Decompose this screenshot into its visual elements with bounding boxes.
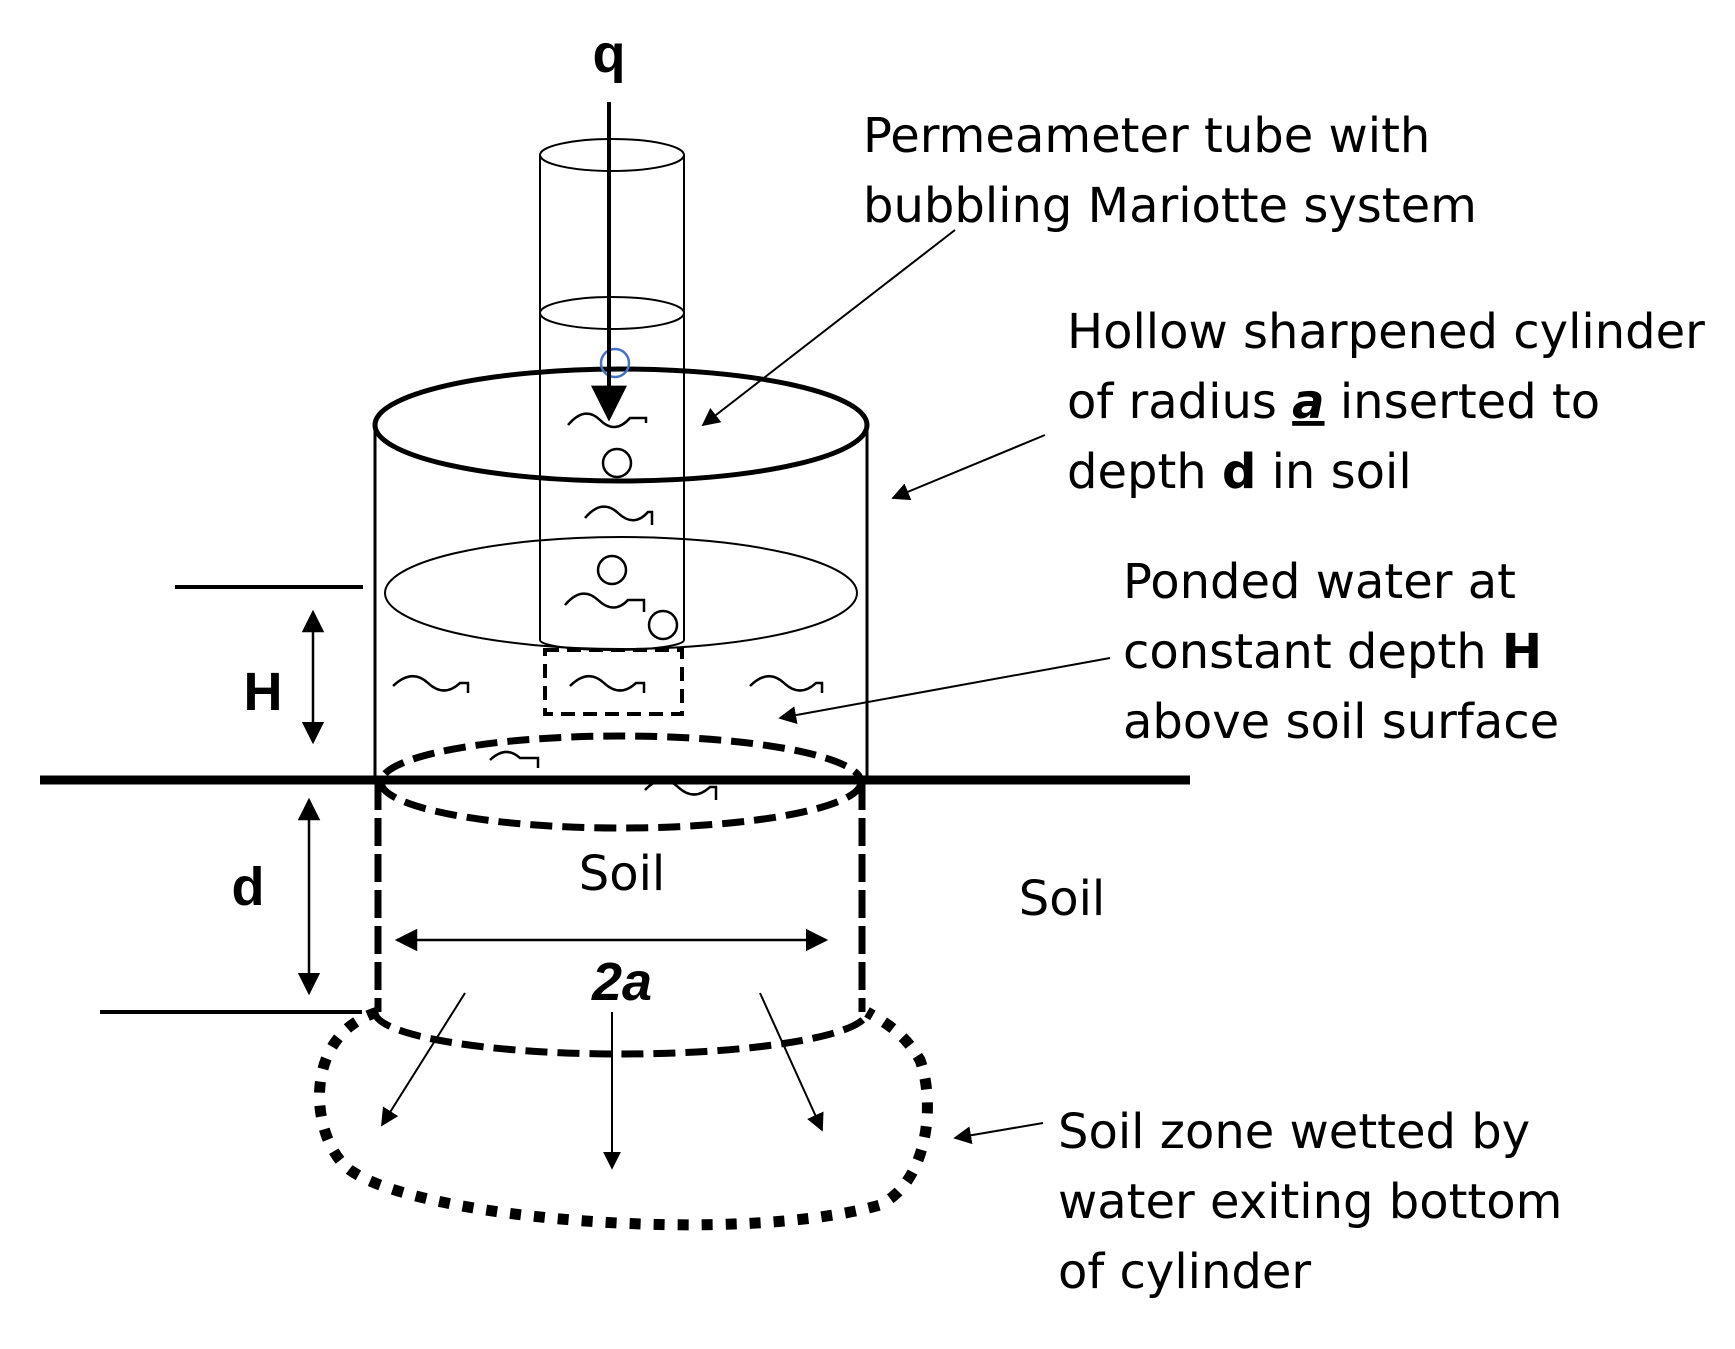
svg-text:water exiting bottom: water exiting bottom — [1058, 1174, 1562, 1230]
bubble-icon — [599, 347, 631, 379]
svg-text:of radius a inserted to: of radius a inserted to — [1067, 374, 1600, 430]
wetted-label: Soil zone wetted by water exiting bottom… — [953, 1104, 1562, 1300]
svg-text:depth d in soil: depth d in soil — [1067, 444, 1412, 500]
svg-text:constant depth H: constant depth H — [1123, 624, 1542, 680]
diameter-symbol: 2a — [591, 952, 652, 1012]
svg-text:Permeameter tube with: Permeameter tube with — [863, 108, 1430, 164]
water-bubbles — [596, 347, 679, 641]
svg-text:Hollow sharpened cylinder: Hollow sharpened cylinder — [1067, 304, 1705, 360]
depth-symbol: d — [232, 857, 265, 917]
svg-text:Soil zone wetted by: Soil zone wetted by — [1058, 1104, 1530, 1160]
soil-column — [371, 732, 871, 1058]
diameter-dimension: 2a — [394, 928, 829, 1012]
depth-dimension: d — [100, 797, 362, 1014]
ponded-water-surface — [384, 536, 858, 650]
cylinder-label: Hollow sharpened cylinder of radius a in… — [891, 304, 1705, 501]
tube-water-level — [539, 296, 685, 330]
soil-outside-label: Soil — [1019, 871, 1106, 927]
svg-text:above soil surface: above soil surface — [1123, 694, 1559, 750]
ponded-label: Ponded water at constant depth H above s… — [778, 554, 1559, 750]
hollow-cylinder — [372, 366, 870, 780]
head-dimension: H — [175, 585, 363, 745]
svg-text:of cylinder: of cylinder — [1058, 1244, 1311, 1300]
head-symbol: H — [244, 662, 283, 722]
tube-outlet-zone — [543, 648, 684, 716]
permeameter-tube — [539, 138, 685, 651]
svg-text:bubbling Mariotte system: bubbling Mariotte system — [863, 178, 1477, 234]
outflow-arrows — [381, 992, 824, 1170]
bubble-icon — [601, 447, 633, 479]
flow-symbol: q — [593, 24, 626, 84]
svg-text:Ponded water at: Ponded water at — [1123, 554, 1516, 610]
wetted-soil-zone — [314, 1006, 933, 1231]
bubble-icon — [596, 554, 628, 586]
bubble-icon — [647, 609, 679, 641]
tube-label: Permeameter tube with bubbling Mariotte … — [701, 108, 1477, 427]
soil-inside-label: Soil — [579, 846, 666, 902]
